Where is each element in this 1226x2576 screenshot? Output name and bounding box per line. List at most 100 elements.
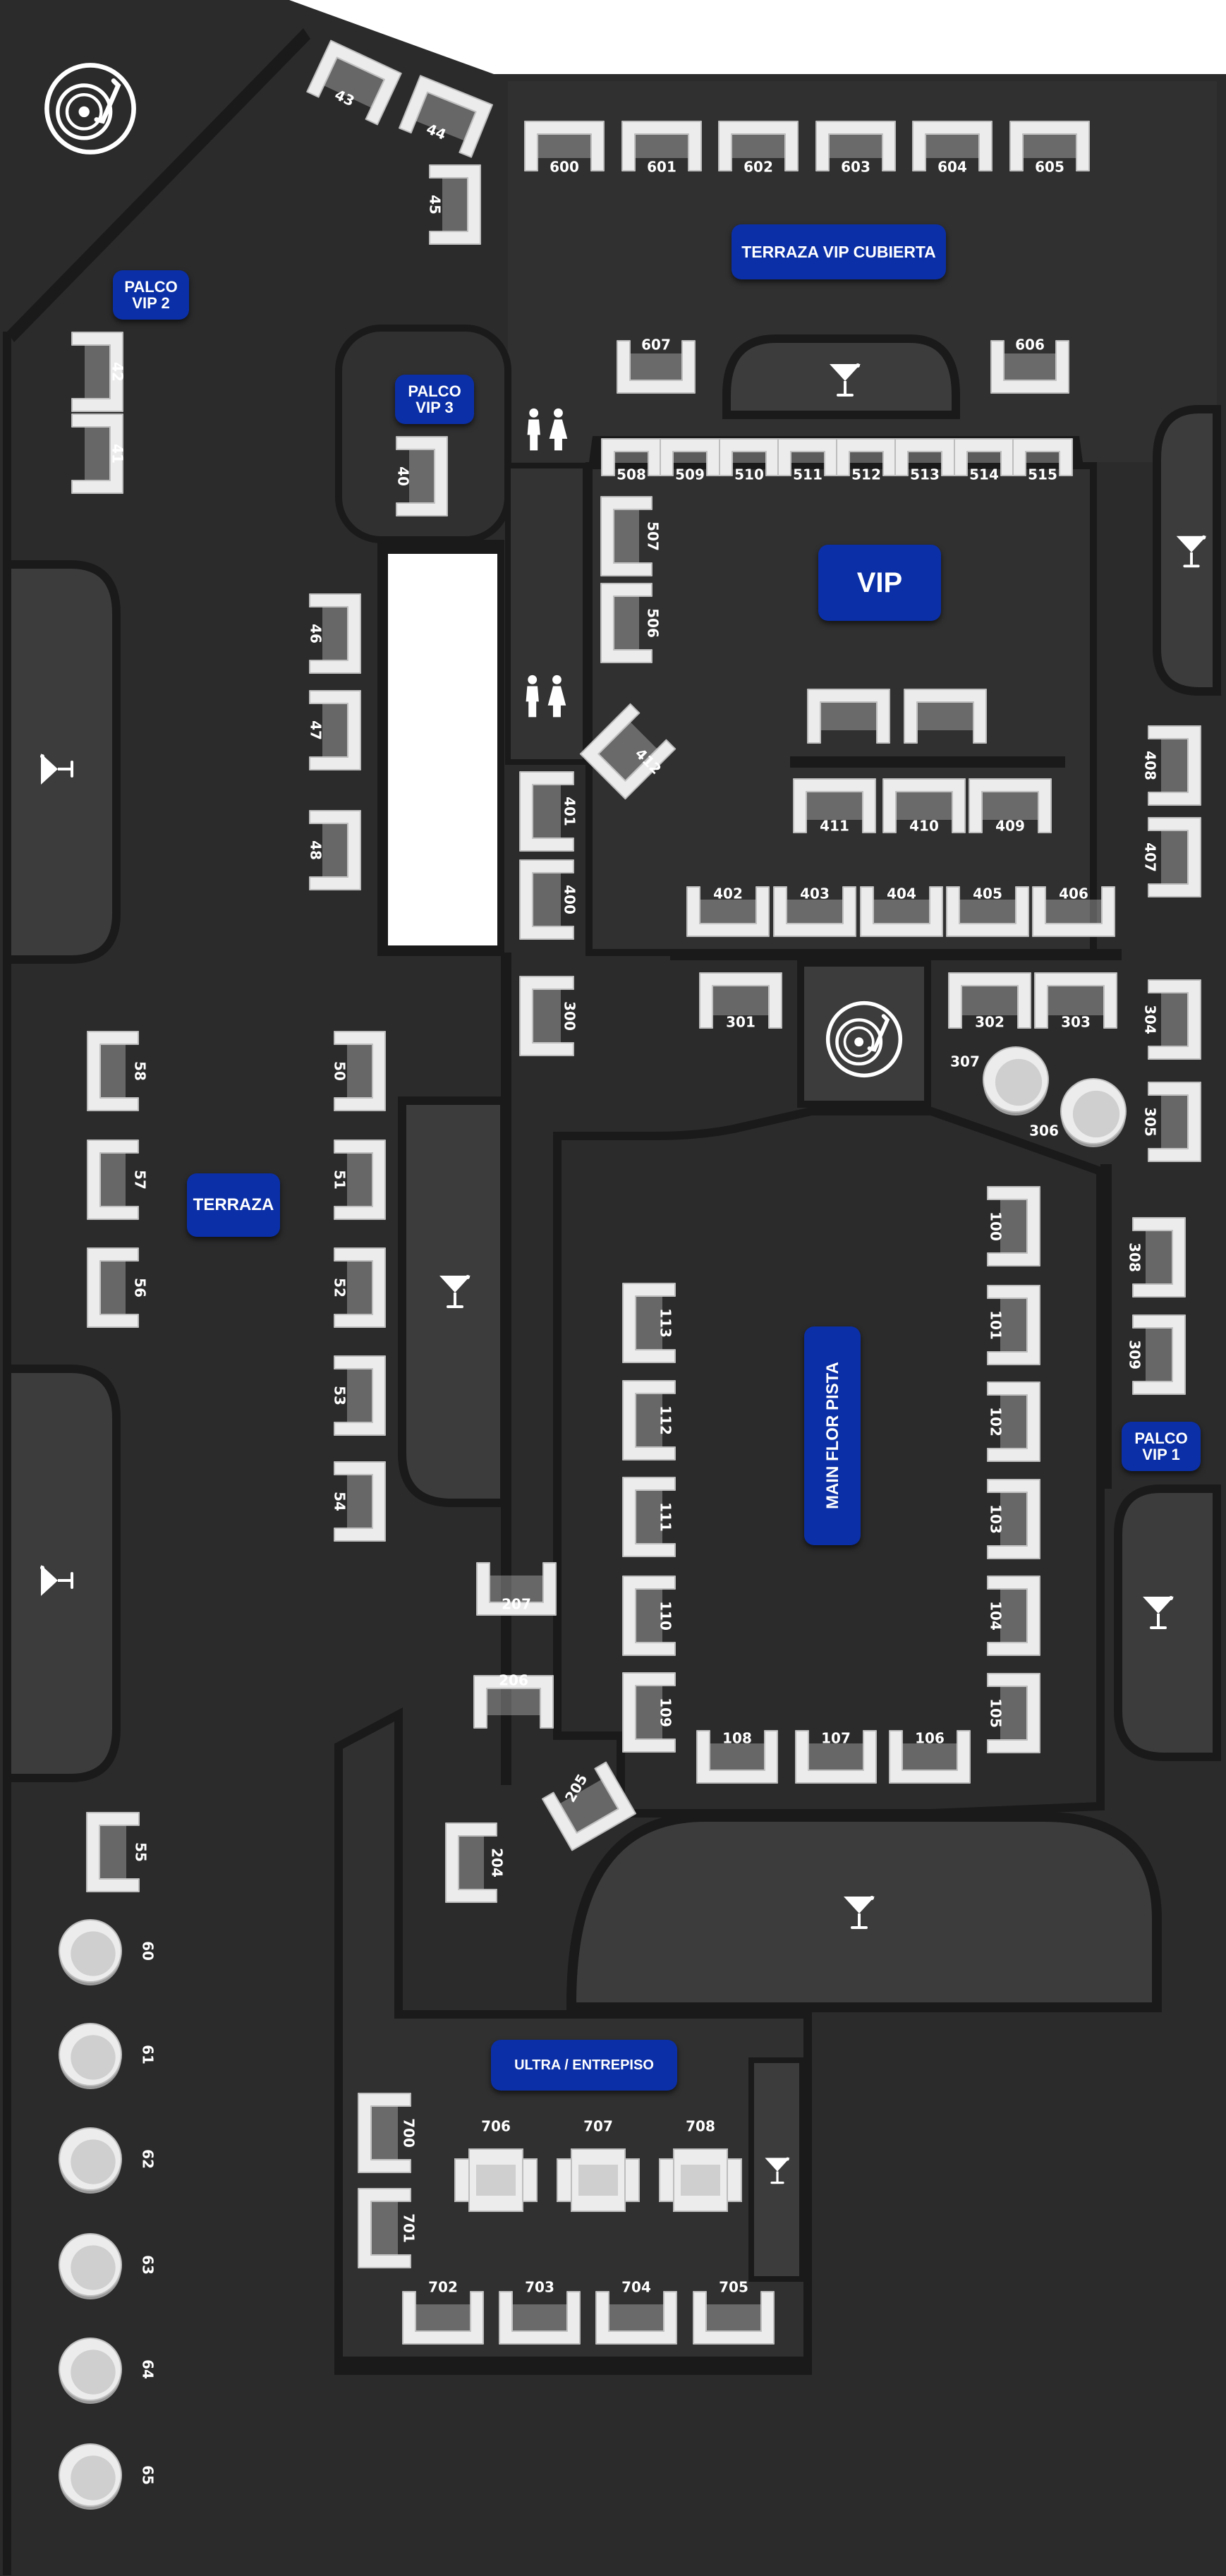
table-51[interactable] <box>334 1139 386 1220</box>
table-507[interactable] <box>600 496 653 576</box>
table-706[interactable] <box>454 2148 538 2212</box>
table-113[interactable] <box>622 1283 676 1363</box>
table-607[interactable] <box>617 340 696 394</box>
table-55[interactable] <box>86 1812 140 1892</box>
table-43[interactable] <box>306 40 402 126</box>
table-409[interactable] <box>969 778 1052 833</box>
table-44[interactable] <box>399 75 493 158</box>
table-65[interactable] <box>59 2443 122 2510</box>
table-305[interactable] <box>1148 1082 1201 1162</box>
table-700[interactable] <box>358 2093 411 2173</box>
zone-ultra-entrepiso[interactable]: ULTRA / ENTREPISO <box>491 2040 677 2091</box>
table-406[interactable] <box>1032 886 1115 937</box>
table-403[interactable] <box>773 886 856 937</box>
table-60[interactable] <box>59 1919 122 1985</box>
table-46[interactable] <box>309 593 361 674</box>
table-53[interactable] <box>334 1355 386 1436</box>
table-405[interactable] <box>946 886 1029 937</box>
table-302[interactable] <box>948 972 1031 1029</box>
table-42[interactable] <box>71 332 123 412</box>
table-112[interactable] <box>622 1380 676 1461</box>
table-306[interactable] <box>1060 1078 1127 1147</box>
table-103[interactable] <box>987 1479 1040 1559</box>
table-304[interactable] <box>1148 979 1201 1060</box>
table-400[interactable] <box>519 859 574 940</box>
table-108[interactable] <box>696 1730 778 1784</box>
table-vip-b[interactable] <box>904 689 987 744</box>
table-704[interactable] <box>595 2291 677 2345</box>
table-309[interactable] <box>1132 1314 1186 1395</box>
table-411[interactable] <box>793 778 876 833</box>
table-58[interactable] <box>87 1031 139 1111</box>
table-109[interactable] <box>622 1672 676 1753</box>
table-207[interactable] <box>476 1562 557 1616</box>
table-205[interactable] <box>541 1761 637 1851</box>
table-701[interactable] <box>358 2188 411 2268</box>
table-509[interactable] <box>660 438 720 476</box>
table-703[interactable] <box>499 2291 581 2345</box>
table-303[interactable] <box>1034 972 1117 1029</box>
table-308[interactable] <box>1132 1217 1186 1298</box>
table-604[interactable] <box>912 121 993 171</box>
zone-palco-vip-2[interactable]: PALCO VIP 2 <box>113 270 189 320</box>
table-513[interactable] <box>894 438 955 476</box>
zone-terraza[interactable]: TERRAZA <box>187 1173 280 1237</box>
table-64[interactable] <box>59 2338 122 2404</box>
table-41[interactable] <box>71 413 123 494</box>
table-48[interactable] <box>309 810 361 890</box>
table-605[interactable] <box>1009 121 1090 171</box>
table-62[interactable] <box>59 2127 122 2194</box>
table-510[interactable] <box>719 438 779 476</box>
table-40[interactable] <box>396 436 448 516</box>
table-702[interactable] <box>402 2291 484 2345</box>
table-50[interactable] <box>334 1031 386 1111</box>
table-402[interactable] <box>686 886 770 937</box>
table-603[interactable] <box>815 121 896 171</box>
table-105[interactable] <box>987 1673 1040 1753</box>
table-407[interactable] <box>1148 817 1201 897</box>
zone-palco-vip-3[interactable]: PALCO VIP 3 <box>395 375 474 424</box>
table-401[interactable] <box>519 771 574 852</box>
table-506[interactable] <box>600 583 653 663</box>
table-52[interactable] <box>334 1247 386 1328</box>
table-515[interactable] <box>1012 438 1073 476</box>
table-606[interactable] <box>990 340 1069 394</box>
zone-vip[interactable]: VIP <box>818 545 941 621</box>
table-54[interactable] <box>334 1461 386 1542</box>
table-410[interactable] <box>882 778 966 833</box>
zone-main-floor[interactable]: MAIN FLOR PISTA <box>804 1326 861 1545</box>
table-61[interactable] <box>59 2023 122 2089</box>
table-511[interactable] <box>777 438 838 476</box>
table-110[interactable] <box>622 1576 676 1656</box>
table-707[interactable] <box>557 2148 640 2212</box>
table-107[interactable] <box>795 1730 877 1784</box>
table-204[interactable] <box>445 1822 497 1903</box>
table-101[interactable] <box>987 1285 1040 1365</box>
zone-palco-vip-1[interactable]: PALCO VIP 1 <box>1122 1422 1201 1471</box>
table-602[interactable] <box>718 121 799 171</box>
table-600[interactable] <box>524 121 605 171</box>
table-56[interactable] <box>87 1247 139 1328</box>
table-512[interactable] <box>836 438 897 476</box>
table-104[interactable] <box>987 1576 1040 1656</box>
zone-terraza-vip-cubierta[interactable]: TERRAZA VIP CUBIERTA <box>732 224 946 279</box>
table-514[interactable] <box>954 438 1014 476</box>
table-106[interactable] <box>889 1730 971 1784</box>
table-301[interactable] <box>699 972 782 1029</box>
table-705[interactable] <box>693 2291 775 2345</box>
table-vip-a[interactable] <box>807 689 890 744</box>
table-57[interactable] <box>87 1139 139 1220</box>
table-307[interactable] <box>983 1046 1049 1115</box>
table-63[interactable] <box>59 2233 122 2299</box>
table-708[interactable] <box>659 2148 742 2212</box>
table-508[interactable] <box>601 438 662 476</box>
table-601[interactable] <box>621 121 702 171</box>
table-45[interactable] <box>429 164 481 245</box>
table-100[interactable] <box>987 1186 1040 1266</box>
table-300[interactable] <box>519 976 574 1056</box>
table-412[interactable] <box>579 703 676 800</box>
table-102[interactable] <box>987 1381 1040 1462</box>
table-206[interactable] <box>473 1675 554 1729</box>
table-47[interactable] <box>309 690 361 770</box>
table-404[interactable] <box>860 886 943 937</box>
